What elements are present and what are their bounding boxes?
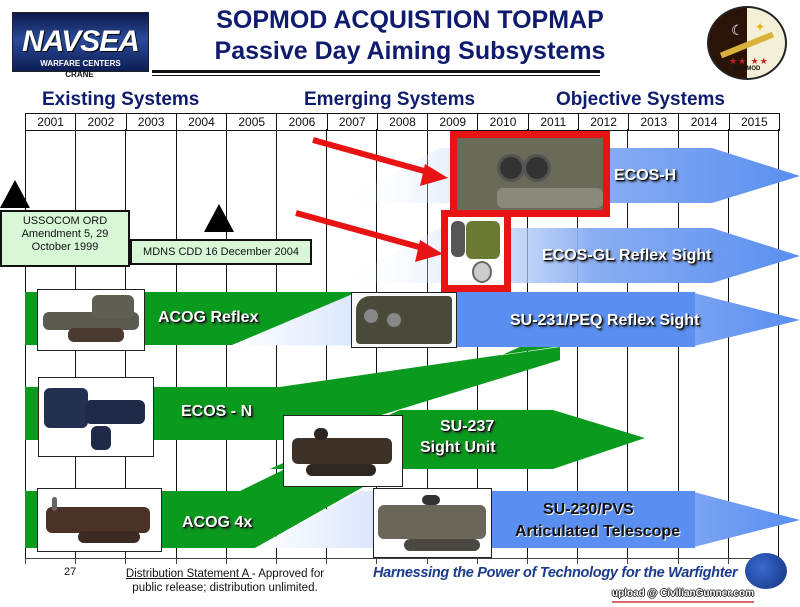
year-2015: 2015 [741,115,768,129]
label-su-230-line2: Articulated Telescope [515,523,681,540]
bar-su-231-solid [455,292,695,347]
section-existing: Existing Systems [42,89,200,110]
label-su-230-line1: SU-230/PVS [543,501,634,518]
su-231-photo [351,292,457,348]
distribution-text-line2: public release; distribution unlimited. [132,582,318,594]
label-su-237-line2: Sight Unit [420,439,496,456]
title-rule-thin [152,75,600,76]
milestone-marker-icon [0,180,30,208]
timeline-gridline [778,129,779,558]
navsea-logo-text: NAVSEA [22,25,140,58]
label-su-237-line1: SU-237 [440,418,495,435]
section-objective: Objective Systems [556,89,725,110]
lens-icon [497,154,525,182]
su-230-photo [373,488,492,558]
year-2003: 2003 [127,114,177,130]
timeline-tick [25,558,26,564]
year-2002: 2002 [76,114,127,130]
su-237-photo [283,415,403,487]
bar-su-237 [390,410,645,469]
label-ecos-gl: ECOS-GL Reflex Sight [542,247,712,264]
ship-logo-icon [745,553,787,589]
ecos-gl-photo [441,210,511,292]
timeline-baseline [25,558,778,559]
year-2014: 2014 [679,114,730,130]
highlight-arrows [295,137,448,262]
timeline-tick [627,558,628,564]
year-2013: 2013 [629,114,680,130]
mount-icon [497,188,603,208]
bar-su-230-solid [490,491,695,548]
timeline-tick [678,558,679,564]
timeline-tick [577,558,578,564]
lens-icon [523,154,551,182]
label-ecos-h: ECOS-H [614,167,677,184]
milestone-note-ussocom: USSOCOM ORD Amendment 5, 29 October 1999 [0,210,130,267]
milestone-line: Amendment 5, 29 [21,228,109,240]
label-su-231: SU-231/PEQ Reflex Sight [510,312,700,329]
acog-4x-photo [37,488,162,552]
sight-body-icon [466,221,500,259]
timeline-gridline [728,129,729,558]
timeline-tick [125,558,126,564]
timeline-tick [75,558,76,564]
year-2004: 2004 [177,114,228,130]
watermark: upload @ CivilianGunner.com [612,588,754,603]
year-2009: 2009 [428,114,479,130]
ecos-h-photo [450,131,610,217]
sopmod-emblem-icon: ☾✦ ★★ ★★ SOPMOD [707,6,787,80]
acog-reflex-photo [37,289,145,351]
timeline-tick [226,558,227,564]
year-2005: 2005 [227,114,278,130]
timeline-tick [477,558,478,564]
year-2010: 2010 [478,114,529,130]
footer-slogan: Harnessing the Power of Technology for t… [373,565,738,581]
year-2011: 2011 [529,114,579,130]
label-acog-4x: ACOG 4x [182,514,253,531]
timeline-tick [176,558,177,564]
timeline-tick [376,558,377,564]
page-number: 27 [64,566,77,578]
distribution-text: - Approved for [251,568,325,580]
sopmod-emblem-label: SOPMOD [733,66,761,72]
milestone-marker-icon [204,204,234,232]
distribution-statement: Distribution Statement A - Approved for … [100,567,350,595]
distribution-statement-link[interactable]: Distribution Statement A [125,568,252,580]
navsea-logo: NAVSEA WARFARE CENTERS [12,12,149,72]
navsea-location: CRANE [65,70,94,79]
timeline-tick [728,558,729,564]
year-2006: 2006 [277,114,328,130]
milestone-note-mdns: MDNS CDD 16 December 2004 [130,239,312,265]
sight-mount-icon [472,261,492,283]
bar-ecos-n-diagonal [25,347,560,440]
title-rule [152,70,600,73]
timeline-tick [527,558,528,564]
label-ecos-n: ECOS - N [181,403,253,420]
timeline-tick [276,558,277,564]
ecos-n-photo [38,377,154,457]
section-emerging: Emerging Systems [304,89,476,110]
year-2001: 2001 [26,114,77,130]
year-2012: 2012 [579,114,630,130]
timeline-tick [326,558,327,564]
label-acog-reflex: ACOG Reflex [158,309,259,326]
timeline-tick [427,558,428,564]
year-2008: 2008 [378,114,429,130]
year-2007: 2007 [328,114,378,130]
milestone-line: USSOCOM ORD [22,215,108,227]
milestone-line: October 1999 [31,241,99,253]
navsea-logo-subtitle: WARFARE CENTERS [40,59,121,68]
page-title-line1: SOPMOD ACQUISTION TOPMAP [216,6,604,34]
page-title-line2: Passive Day Aiming Subsystems [214,37,606,65]
reflex-icon [451,221,465,257]
